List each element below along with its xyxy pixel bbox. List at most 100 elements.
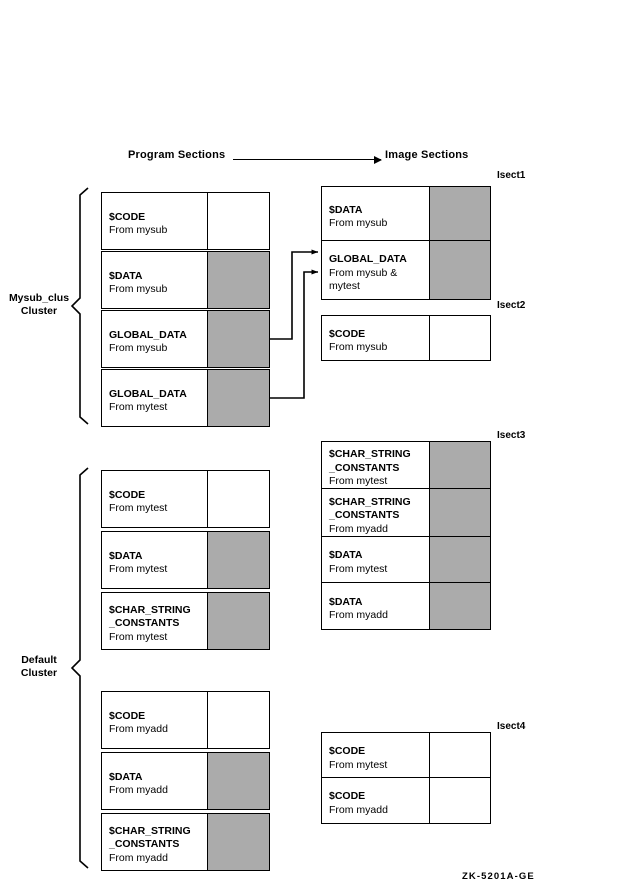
section-text: $CHAR_STRING _CONSTANTS From myadd: [102, 814, 207, 870]
section-origin: From mysub &: [329, 266, 398, 279]
image-section-row[interactable]: $CHAR_STRING _CONSTANTS From mytest: [321, 441, 491, 490]
section-fill: [428, 489, 490, 537]
section-name: $CODE: [109, 488, 146, 501]
figure-id-label: ZK-5201A-GE: [462, 871, 535, 882]
section-origin: From mytest: [329, 562, 388, 575]
image-section-row[interactable]: $CODE From mysub: [321, 315, 491, 361]
section-text: $CHAR_STRING _CONSTANTS From myadd: [322, 489, 429, 536]
section-text: $DATA From mysub: [102, 252, 207, 308]
section-fill: [428, 442, 490, 489]
section-text: $CODE From mysub: [102, 193, 207, 249]
section-name-cont: _CONSTANTS: [329, 461, 400, 474]
section-name-cont: _CONSTANTS: [109, 838, 180, 851]
section-fill: [428, 778, 490, 824]
section-origin: From mytest: [329, 758, 388, 771]
section-name: $CHAR_STRING: [329, 448, 411, 461]
section-name: GLOBAL_DATA: [329, 253, 407, 266]
section-name-cont: _CONSTANTS: [109, 617, 180, 630]
section-fill: [206, 370, 269, 426]
program-section-box[interactable]: $CODE From mytest: [101, 470, 270, 528]
program-section-box[interactable]: $CHAR_STRING _CONSTANTS From mytest: [101, 592, 270, 650]
program-section-box[interactable]: $CODE From mysub: [101, 192, 270, 250]
arrow-connector-icon: [270, 249, 319, 340]
section-text: $DATA From mytest: [322, 537, 429, 583]
section-name: GLOBAL_DATA: [109, 328, 187, 341]
cluster-label-line2: Cluster: [20, 305, 58, 317]
section-origin: From myadd: [329, 609, 388, 622]
section-name: $DATA: [329, 595, 363, 608]
program-section-box[interactable]: $DATA From mytest: [101, 531, 270, 589]
section-name: $CODE: [329, 745, 366, 757]
program-section-box[interactable]: $CODE From myadd: [101, 691, 270, 749]
section-text: GLOBAL_DATA From mysub: [102, 311, 207, 367]
section-origin: From myadd: [329, 803, 388, 816]
section-origin: From myadd: [109, 851, 168, 864]
section-name: $CHAR_STRING: [109, 603, 191, 616]
right-arrow-icon: [233, 155, 382, 164]
section-origin: From mytest: [329, 475, 388, 488]
program-section-box[interactable]: $DATA From mysub: [101, 251, 270, 309]
arrow-connector-icon: [270, 269, 319, 399]
section-fill: [206, 193, 269, 249]
section-name: $CHAR_STRING: [109, 824, 191, 837]
section-origin: From mysub: [109, 224, 168, 236]
section-name: $CODE: [329, 327, 366, 340]
section-fill: [206, 532, 269, 588]
section-name: $DATA: [109, 549, 143, 562]
section-name: $CODE: [109, 210, 146, 223]
cluster-label-line2: Cluster: [20, 667, 58, 679]
section-fill: [428, 187, 490, 241]
image-section-row[interactable]: $DATA From mysub: [321, 186, 491, 242]
image-section-row[interactable]: GLOBAL_DATA From mysub & mytest: [321, 240, 491, 301]
image-section-row[interactable]: $CHAR_STRING _CONSTANTS From myadd: [321, 488, 491, 538]
section-name: $CHAR_STRING: [329, 495, 411, 508]
section-name: $DATA: [329, 203, 363, 216]
section-origin: From mytest: [109, 563, 168, 575]
section-name-cont: _CONSTANTS: [329, 509, 400, 522]
image-sections-heading: Image Sections: [385, 149, 469, 161]
image-section-row[interactable]: $DATA From myadd: [321, 582, 491, 631]
section-origin: From mytest: [109, 401, 168, 413]
section-fill: [206, 593, 269, 649]
section-fill: [428, 316, 490, 360]
cluster-label-mysub-clus: Mysub_clus Cluster: [6, 292, 72, 318]
section-text: $DATA From mytest: [102, 532, 207, 588]
program-section-box[interactable]: $DATA From myadd: [101, 752, 270, 810]
cluster-label-line1: Default: [21, 654, 57, 666]
program-section-box[interactable]: GLOBAL_DATA From mysub: [101, 310, 270, 368]
isect-caption: Isect1: [497, 170, 526, 181]
section-origin-cont: mytest: [329, 280, 360, 293]
section-text: $CHAR_STRING _CONSTANTS From mytest: [102, 593, 207, 649]
section-origin: From mysub: [329, 217, 388, 229]
section-text: $DATA From myadd: [102, 753, 207, 809]
section-origin: From mytest: [109, 502, 168, 514]
image-section-row[interactable]: $CODE From myadd: [321, 777, 491, 825]
image-section-row[interactable]: $CODE From mytest: [321, 732, 491, 779]
section-fill: [206, 814, 269, 870]
section-text: $CODE From mytest: [322, 733, 429, 778]
section-origin: From mysub: [109, 283, 168, 295]
program-section-box[interactable]: $CHAR_STRING _CONSTANTS From myadd: [101, 813, 270, 871]
section-origin: From myadd: [109, 723, 168, 735]
section-origin: From myadd: [109, 784, 168, 796]
section-name: $DATA: [109, 770, 143, 783]
section-text: $CODE From mytest: [102, 471, 207, 527]
cluster-label-line1: Mysub_clus: [8, 292, 70, 304]
section-fill: [428, 536, 490, 583]
section-origin: From mytest: [109, 630, 168, 643]
section-text: $CODE From mysub: [322, 316, 429, 360]
section-name: $DATA: [109, 269, 143, 282]
section-fill: [206, 471, 269, 527]
section-fill: [206, 753, 269, 809]
image-section-row[interactable]: $DATA From mytest: [321, 535, 491, 584]
section-fill: [206, 311, 269, 367]
cluster-label-default: Default Cluster: [6, 654, 72, 680]
section-origin: From mysub: [109, 342, 168, 354]
section-text: $DATA From myadd: [322, 583, 429, 629]
section-fill: [428, 241, 490, 300]
program-section-box[interactable]: GLOBAL_DATA From mytest: [101, 369, 270, 427]
section-text: GLOBAL_DATA From mysub & mytest: [322, 241, 429, 299]
